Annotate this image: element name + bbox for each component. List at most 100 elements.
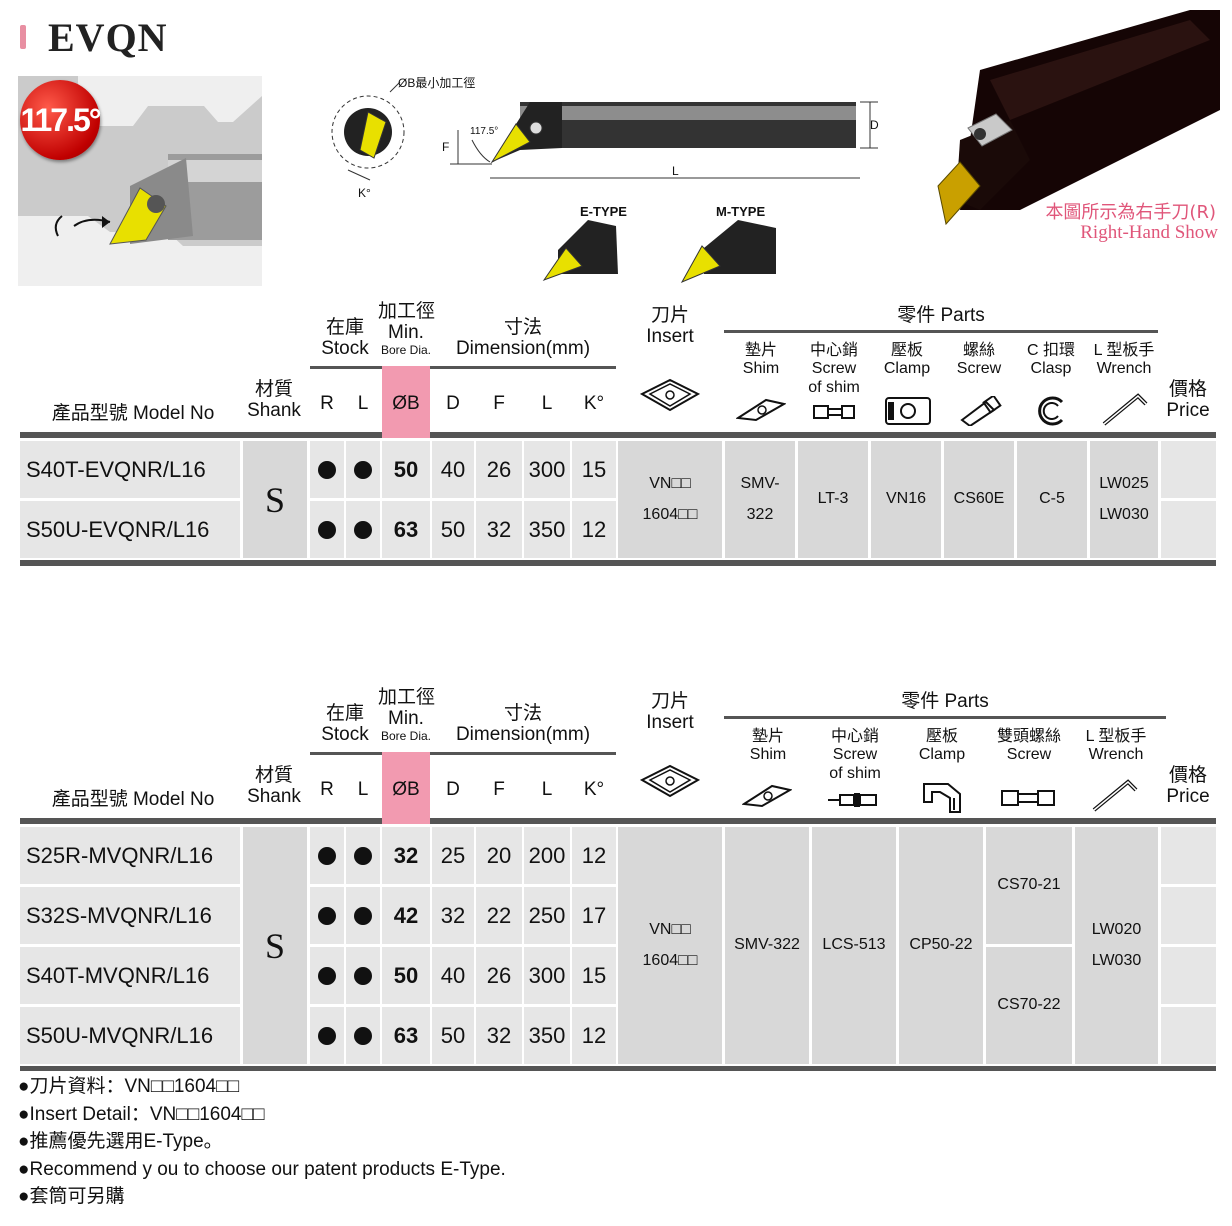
screw-of-shim-cell: LT-3 <box>798 441 868 558</box>
bore-cell: 50 <box>382 947 430 1004</box>
clamp-icon <box>885 397 931 425</box>
bore-highlight <box>382 752 430 824</box>
d-cell: 40 <box>432 441 474 498</box>
note-item: ●Insert Detail：VN□□1604□□ <box>18 1103 265 1125</box>
dim-l-label: L <box>672 164 679 178</box>
screw-icon <box>960 396 1002 426</box>
stock-r-cell <box>310 501 344 558</box>
col-ob: ØB <box>392 779 420 800</box>
col-f: F <box>493 393 505 414</box>
double-screw-cell: CS70-21 <box>986 827 1072 944</box>
screw-cell: CS60E <box>944 441 1014 558</box>
clamp-icon <box>923 783 961 813</box>
dim-f-label: F <box>442 140 450 154</box>
parts-rule <box>724 716 1166 719</box>
clamp-cell: VN16 <box>871 441 941 558</box>
in-stock-dot <box>354 460 372 479</box>
price-cell <box>1161 827 1216 884</box>
d-cell: 40 <box>432 947 474 1004</box>
m-type-label: M-TYPE <box>716 204 766 219</box>
d-cell: 50 <box>432 501 474 558</box>
stock-l-cell <box>346 441 380 498</box>
in-stock-dot <box>318 906 336 925</box>
col-f: F <box>493 779 505 800</box>
table-row-model: S25R-MVQNR/L16 <box>20 827 240 884</box>
f-cell: 26 <box>476 947 522 1004</box>
clasp-cell: C-5 <box>1017 441 1087 558</box>
stock-l-cell <box>346 501 380 558</box>
in-stock-dot <box>354 846 372 865</box>
f-cell: 22 <box>476 887 522 944</box>
k-cell: 12 <box>572 1007 616 1064</box>
insert-cell: VN□□1604□□ <box>618 441 722 558</box>
header-bottom-rule <box>20 818 1216 824</box>
photo-caption-en: Right-Hand Show <box>1080 222 1218 243</box>
clamp-cell: CP50-22 <box>899 827 983 1064</box>
d-cell: 32 <box>432 887 474 944</box>
col-r: R <box>320 393 334 414</box>
title-accent <box>20 25 26 49</box>
model-header: 產品型號 Model No <box>51 789 215 810</box>
note-item: ●推薦優先選用E-Type。 <box>18 1131 223 1152</box>
dim-k-label: K° <box>358 186 371 200</box>
in-stock-dot <box>354 520 372 539</box>
stock-l-cell <box>346 947 380 1004</box>
col-l: L <box>357 779 369 800</box>
k-cell: 12 <box>572 827 616 884</box>
photo-caption-cn: 本圖所示為右手刀(R) <box>1045 202 1216 223</box>
in-stock-dot <box>318 520 336 539</box>
product-photo <box>920 10 1220 240</box>
bore-cell: 32 <box>382 827 430 884</box>
bore-highlight-rule <box>382 818 430 824</box>
insert-cell: VN□□1604□□ <box>618 827 722 1064</box>
col-d: D <box>446 393 460 414</box>
bore-cell: 42 <box>382 887 430 944</box>
bore-highlight <box>382 366 430 438</box>
col-l: L <box>357 393 369 414</box>
stock-l-cell <box>346 1007 380 1064</box>
col-length: L <box>541 393 553 414</box>
length-cell: 250 <box>524 887 570 944</box>
insert-icon <box>640 764 700 798</box>
k-cell: 15 <box>572 441 616 498</box>
length-cell: 200 <box>524 827 570 884</box>
price-cell <box>1161 441 1216 498</box>
table-row-model: S50U-MVQNR/L16 <box>20 1007 240 1064</box>
angle-badge: 117.5° <box>20 80 102 160</box>
shim-cell: SMV-322 <box>725 827 809 1064</box>
in-stock-dot <box>318 1026 336 1045</box>
k-cell: 12 <box>572 501 616 558</box>
k-cell: 17 <box>572 887 616 944</box>
col-length: L <box>541 779 553 800</box>
bore-cell: 63 <box>382 501 430 558</box>
in-stock-dot <box>318 460 336 479</box>
stock-l-cell <box>346 887 380 944</box>
min-bore-label: ØB最小加工徑 <box>398 76 476 90</box>
double-screw-cell: CS70-22 <box>986 947 1072 1064</box>
screw-of-shim-icon <box>813 405 855 419</box>
bore-cell: 50 <box>382 441 430 498</box>
f-cell: 26 <box>476 441 522 498</box>
stock-r-cell <box>310 1007 344 1064</box>
parts-header: 零件 Parts <box>897 305 985 326</box>
col-k: K° <box>583 779 605 800</box>
clasp-icon <box>1038 396 1064 426</box>
f-cell: 32 <box>476 501 522 558</box>
f-cell: 20 <box>476 827 522 884</box>
